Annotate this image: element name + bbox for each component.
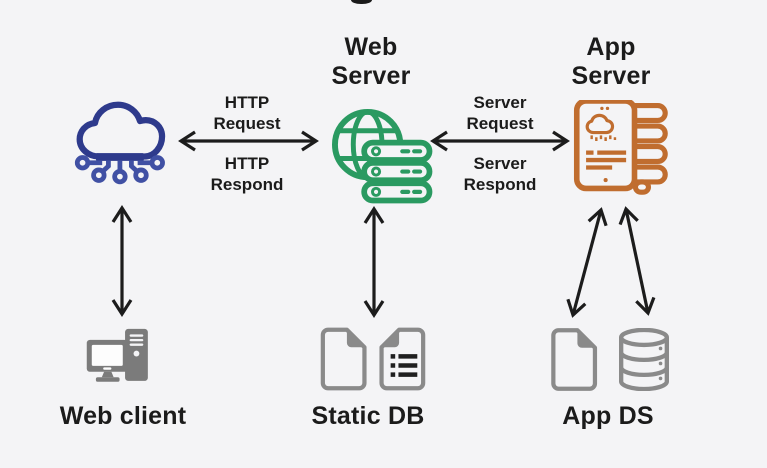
list-document-icon <box>377 326 429 392</box>
http-respond-label: HTTP Respond <box>210 154 284 194</box>
arrow-client-webserver <box>178 130 319 152</box>
web-client-label: Web client <box>59 402 187 430</box>
cloud-network-icon <box>70 100 166 191</box>
app-ds-label: App DS <box>562 402 654 430</box>
arrow-cloud-webclient <box>111 205 133 317</box>
web-server-title: Web Server <box>331 33 411 90</box>
cropped-title-artifact <box>351 0 372 4</box>
app-server-title: App Server <box>571 33 651 90</box>
server-respond-label: Server Respond <box>463 154 537 194</box>
arrow-webserver-staticdb <box>363 206 385 318</box>
blank-document-icon <box>547 327 600 392</box>
arrow-webserver-appserver <box>430 130 570 152</box>
server-request-label: Server Request <box>466 93 534 133</box>
static-db-label: Static DB <box>311 402 425 430</box>
desktop-computer-icon <box>84 328 157 390</box>
blank-document-icon <box>317 326 369 392</box>
http-request-label: HTTP Request <box>213 93 281 133</box>
tablet-server-stack-icon <box>571 100 671 195</box>
globe-server-stack-icon <box>329 106 433 205</box>
arrow-appserver-database <box>618 206 656 316</box>
arrow-appserver-document <box>566 207 608 318</box>
database-cylinder-icon <box>615 328 673 391</box>
